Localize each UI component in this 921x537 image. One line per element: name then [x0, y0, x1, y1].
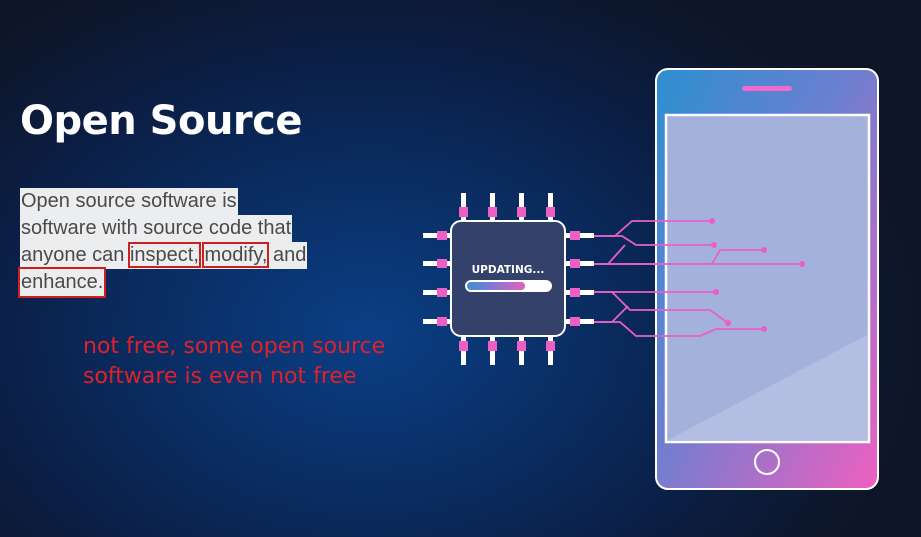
chip-status-label: UPDATING...	[472, 264, 545, 276]
highlight-inspect: inspect,	[127, 242, 201, 268]
definition-line: anyone can inspect, modify, and	[20, 242, 308, 269]
highlight-enhance: enhance.	[17, 267, 107, 298]
phone-speaker	[742, 86, 792, 91]
definition-fragment: anyone can	[21, 244, 125, 266]
trace-endpoints	[709, 218, 805, 332]
annotation-line: not free, some open source	[83, 334, 386, 359]
annotation-note: not free, some open source software is e…	[83, 332, 385, 392]
definition-text: Open source software is software with so…	[17, 188, 350, 298]
circuit-traces	[592, 220, 802, 337]
highlight-modify: modify,	[202, 242, 270, 268]
slide-title: Open Source	[20, 98, 303, 144]
definition-line: software with source code that	[20, 215, 293, 242]
annotation-line: software is even not free	[83, 364, 357, 389]
smartphone-icon	[655, 68, 879, 490]
processor-chip-icon: UPDATING...	[450, 220, 566, 337]
definition-fragment: and	[273, 244, 307, 266]
chip-pins	[423, 193, 594, 365]
phone-home-button	[754, 449, 780, 475]
definition-line: Open source software is	[20, 188, 238, 215]
progress-bar-fill	[467, 282, 526, 290]
